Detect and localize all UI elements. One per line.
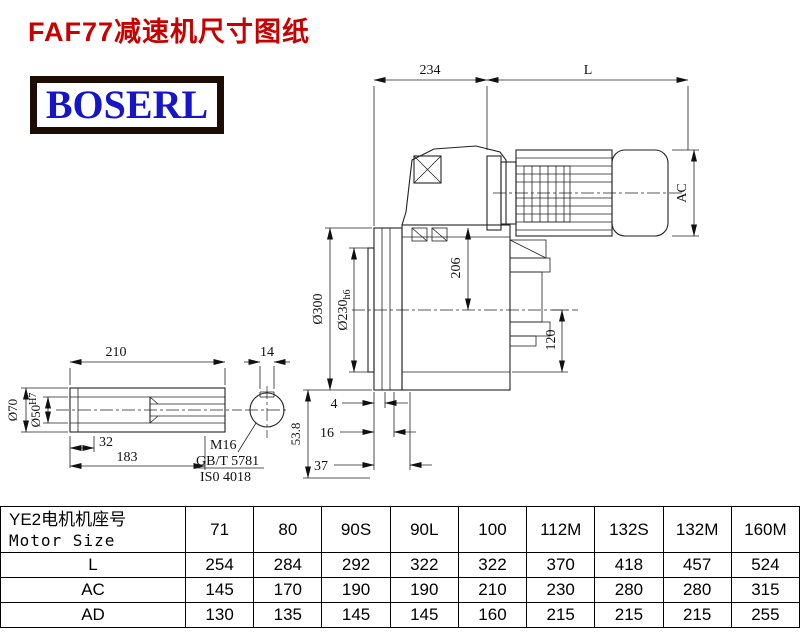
- value-cell: 190: [389, 577, 459, 603]
- motor-size-header-en: Motor Size: [9, 530, 116, 550]
- dimension-o300: Ø300: [303, 227, 372, 391]
- value-cell: 370: [526, 552, 596, 578]
- dimension-206: 206: [449, 227, 471, 311]
- size-header-cell: 112M: [526, 506, 596, 553]
- dim-4: 4: [331, 397, 338, 412]
- value-cell: 280: [594, 577, 664, 603]
- technical-drawing: 234 L: [5, 63, 699, 485]
- dim-14: 14: [260, 345, 274, 360]
- value-cell: 322: [457, 552, 528, 578]
- value-cell: 255: [730, 602, 800, 628]
- value-cell: 210: [457, 577, 528, 603]
- dimension-o230h6: Ø230h6: [336, 247, 368, 373]
- value-cell: 160: [457, 602, 528, 628]
- dim-70: Ø70: [5, 399, 20, 421]
- size-header-cell: 90S: [321, 506, 391, 553]
- dim-120: 120: [544, 330, 559, 351]
- dim-230h6: Ø230h6: [336, 289, 353, 330]
- motor-size-header-cn: YE2电机机座号: [9, 510, 127, 530]
- boserl-logo-text: BOSERL: [45, 82, 209, 127]
- dim-37: 37: [314, 459, 328, 474]
- value-cell: 215: [526, 602, 596, 628]
- dimension-ac: AC: [672, 149, 699, 237]
- size-header-cell: 100: [457, 506, 528, 553]
- value-cell: 130: [184, 602, 255, 628]
- size-header-cell: 80: [253, 506, 323, 553]
- table-row: L 254 284 292 322 322 370 418 457 524: [0, 552, 800, 578]
- value-cell: 135: [253, 602, 323, 628]
- table-row: AD 130 135 145 145 160 215 215 215 255: [0, 602, 800, 628]
- value-cell: 280: [662, 577, 732, 603]
- value-cell: 145: [321, 602, 391, 628]
- value-cell: 418: [594, 552, 664, 578]
- value-cell: 215: [594, 602, 664, 628]
- dim-183: 183: [117, 450, 138, 465]
- value-cell: 145: [389, 602, 459, 628]
- value-cell: 190: [321, 577, 391, 603]
- dim-AC: AC: [675, 183, 690, 202]
- value-cell: 315: [730, 577, 800, 603]
- dim-234: 234: [420, 63, 441, 78]
- note-m16: M16: [210, 438, 236, 453]
- note-gb: GB/T 5781: [196, 454, 259, 469]
- row-label: AD: [0, 602, 186, 628]
- value-cell: 322: [389, 552, 459, 578]
- motor-size-header: YE2电机机座号 Motor Size: [0, 506, 186, 553]
- dim-16: 16: [320, 426, 334, 441]
- note-iso: IS0 4018: [200, 470, 251, 485]
- size-header-cell: 90L: [389, 506, 459, 553]
- size-header-cell: 132M: [662, 506, 732, 553]
- size-header-cell: 71: [184, 506, 255, 553]
- value-cell: 524: [730, 552, 800, 578]
- dim-32: 32: [99, 435, 113, 450]
- dim-L: L: [584, 63, 593, 78]
- value-cell: 457: [662, 552, 732, 578]
- dim-206: 206: [449, 258, 464, 279]
- dim-210: 210: [106, 345, 127, 360]
- row-label: AC: [0, 577, 186, 603]
- value-cell: 292: [321, 552, 391, 578]
- row-label: L: [0, 552, 186, 578]
- value-cell: 254: [184, 552, 255, 578]
- output-flange: [367, 227, 403, 391]
- gearbox-body: [352, 224, 578, 391]
- dim-53-8: 53.8: [288, 423, 303, 446]
- dim-300: Ø300: [311, 293, 326, 324]
- gearbox-input-housing: [401, 145, 507, 226]
- size-header-cell: 160M: [730, 506, 800, 553]
- shaft-end-view: 14: [244, 345, 290, 438]
- size-header-cell: 132S: [594, 506, 664, 553]
- table-header-row: YE2电机机座号 Motor Size 71 80 90S 90L 100 11…: [0, 506, 800, 553]
- dimension-bottom-stack: 4 16 37 53.8: [288, 389, 432, 479]
- value-cell: 170: [253, 577, 323, 603]
- page-title: FAF77减速机尺寸图纸: [28, 17, 311, 47]
- motor-view: [486, 149, 682, 237]
- dim-50h7: Ø50H7: [28, 393, 43, 428]
- boserl-logo: BOSERL: [30, 76, 224, 134]
- value-cell: 215: [662, 602, 732, 628]
- motor-size-table: YE2电机机座号 Motor Size 71 80 90S 90L 100 11…: [0, 506, 800, 628]
- dimension-top: 234 L: [373, 63, 689, 226]
- dimension-120: 120: [512, 309, 568, 373]
- value-cell: 284: [253, 552, 323, 578]
- thread-callout: M16 GB/T 5781 IS0 4018: [196, 422, 264, 485]
- value-cell: 230: [526, 577, 596, 603]
- shaft-detail: 210 Ø70 Ø50H7 32 183: [5, 345, 242, 470]
- table-row: AC 145 170 190 190 210 230 280 280 315: [0, 577, 800, 603]
- value-cell: 145: [184, 577, 255, 603]
